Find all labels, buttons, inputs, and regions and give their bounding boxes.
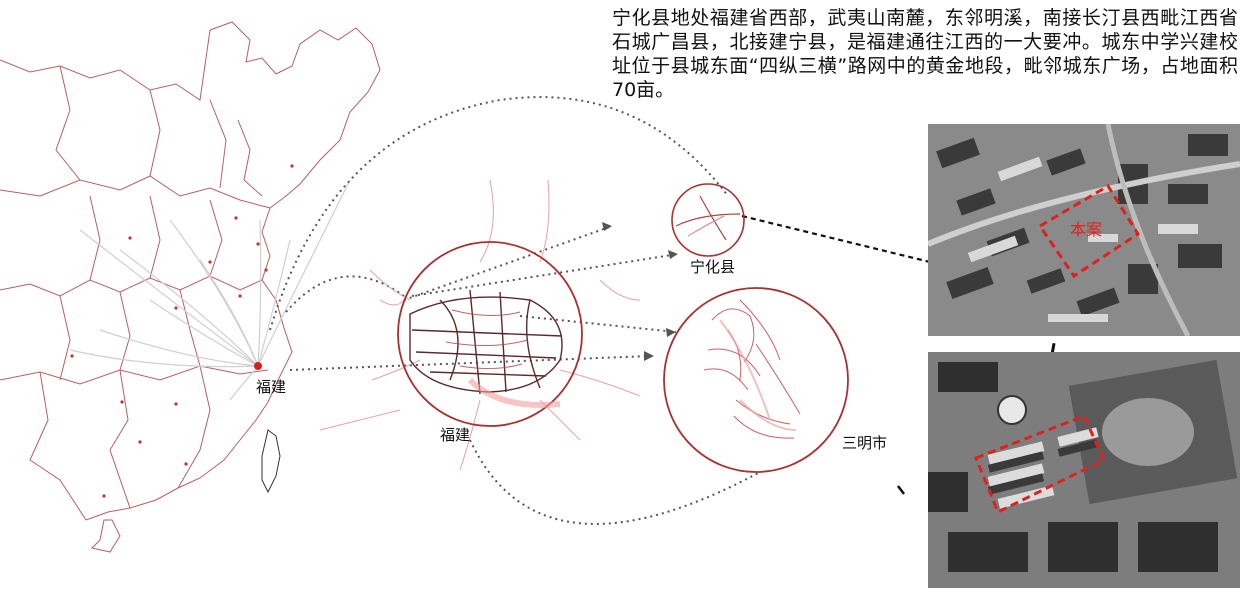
sanming-label: 三明市 bbox=[842, 434, 888, 452]
sanming-circle bbox=[663, 287, 849, 473]
fujian-marker bbox=[254, 362, 262, 370]
taiwan-island bbox=[261, 429, 281, 494]
ninghua-label: 宁化县 bbox=[690, 258, 736, 276]
site-label: 本案 bbox=[1070, 220, 1103, 239]
fujian-city-circle bbox=[319, 179, 641, 471]
china-map bbox=[0, 21, 381, 553]
aerial-photo-campus bbox=[928, 352, 1240, 588]
north-tick bbox=[897, 485, 905, 495]
ninghua-circle bbox=[671, 183, 745, 257]
fujian-map-label: 福建 bbox=[256, 378, 287, 396]
arrowheads bbox=[602, 222, 678, 361]
site-outline-campus bbox=[974, 414, 1106, 515]
flow-lines bbox=[69, 179, 351, 401]
description-text: 宁化县地处福建省西部，武夷山南麓，东邻明溪，南接长汀县西毗江西省石城广昌县，北接… bbox=[612, 7, 1238, 101]
fujian-city-label: 福建 bbox=[440, 426, 471, 444]
dotted-connectors bbox=[269, 96, 1064, 525]
city-dots bbox=[70, 164, 294, 498]
site-outline-district bbox=[1037, 183, 1141, 279]
aerial-photo-district: 本案 bbox=[928, 124, 1240, 336]
